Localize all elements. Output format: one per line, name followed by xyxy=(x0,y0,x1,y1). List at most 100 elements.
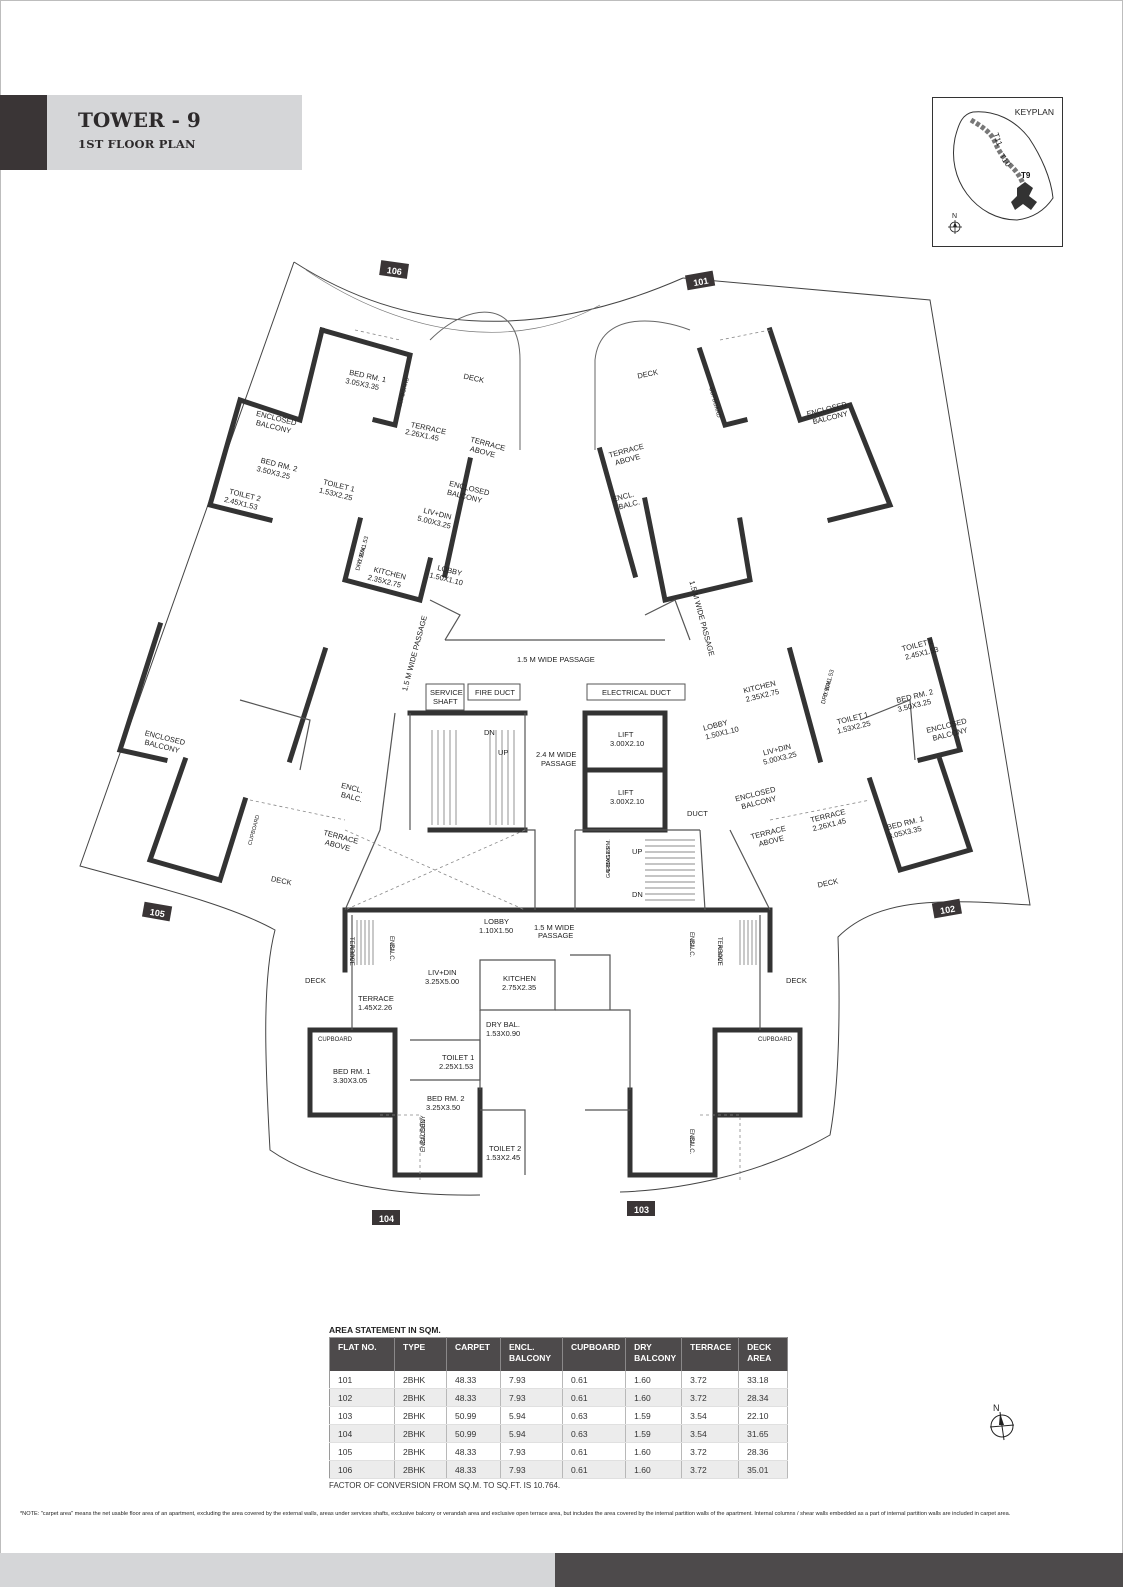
label-encl-balc-103-b: BALC. xyxy=(688,940,694,958)
label-terrace-104-size: 1.45X2.26 xyxy=(358,1003,392,1012)
col-carpet: CARPET xyxy=(446,1337,501,1371)
label-terrace-above-104-b: ABOVE xyxy=(348,945,354,966)
label-dn-left: DN xyxy=(484,728,495,737)
north-label: N xyxy=(993,1403,1000,1413)
label-encl-balcony-104: ENCLOSED xyxy=(421,1118,427,1152)
label-deck-105: DECK xyxy=(270,874,292,887)
label-encl-balc-103b: ENCL. xyxy=(688,1129,694,1147)
north-arrow: N xyxy=(985,1402,1019,1447)
label-encl-balc-103: ENCL. xyxy=(688,932,694,950)
keyplan: T11 T10 T9 N KEYPLAN xyxy=(932,97,1063,247)
flat-tag-101 xyxy=(684,270,716,291)
label-up-right: UP xyxy=(632,847,642,856)
label-terrace-above-104: TERRACE xyxy=(348,937,354,966)
area-statement-table: FLAT NO. TYPE CARPET ENCL.BALCONY CUPBOA… xyxy=(329,1337,789,1479)
flat-tag-104-label: 104 xyxy=(379,1214,394,1224)
label-cupboard-105: CUPBOARD xyxy=(248,814,262,846)
label-cupboard-106: CUPBOARD xyxy=(397,377,411,409)
label-bed2-104: BED RM. 2 xyxy=(427,1094,465,1103)
label-passage-104: 1.5 M WIDE xyxy=(534,923,574,932)
label-passage-center: 1.5 M WIDE PASSAGE xyxy=(517,655,595,664)
label-lift-2-size: 3.00X2.10 xyxy=(610,797,644,806)
label-lobby-104: LOBBY xyxy=(484,917,509,926)
flat-tag-101-label: 101 xyxy=(693,276,710,288)
label-garbage-rm: GARBAGE RM. xyxy=(606,839,612,878)
label-livdin-104-size: 3.25X5.00 xyxy=(425,977,459,986)
keyplan-t9: T9 xyxy=(1021,171,1031,180)
label-drybal-104: DRY BAL. xyxy=(486,1020,520,1029)
label-lift-2: LIFT xyxy=(618,788,634,797)
label-deck-104: DECK xyxy=(305,976,326,985)
page-title: TOWER - 9 xyxy=(78,108,201,132)
col-cupboard: CUPBOARD xyxy=(562,1337,627,1371)
area-table-header-row: FLAT NO. TYPE CARPET ENCL.BALCONY CUPBOA… xyxy=(329,1337,789,1371)
col-type: TYPE xyxy=(394,1337,447,1371)
footer-band-light xyxy=(0,1553,555,1587)
page-subtitle: 1ST FLOOR PLAN xyxy=(78,137,196,151)
conversion-note: FACTOR OF CONVERSION FROM SQ.M. TO SQ.FT… xyxy=(329,1481,561,1490)
col-terrace: TERRACE xyxy=(681,1337,740,1371)
label-encl-balc-104-b: BALC. xyxy=(388,944,394,962)
label-passage-104-b: PASSAGE xyxy=(538,931,573,940)
flat-tag-104 xyxy=(372,1210,400,1225)
label-deck-103: DECK xyxy=(786,976,807,985)
label-electrical-duct: ELECTRICAL DUCT xyxy=(602,688,671,697)
label-cupboard-103: CUPBOARD xyxy=(758,1037,793,1043)
label-service-shaft-b: SHAFT xyxy=(433,697,458,706)
label-toilet1-104-size: 2.25X1.53 xyxy=(439,1062,473,1071)
label-dn-right: DN xyxy=(632,890,643,899)
label-fire-duct: FIRE DUCT xyxy=(475,688,515,697)
label-passage-24-b: PASSAGE xyxy=(541,759,576,768)
compass-icon xyxy=(990,1414,1014,1438)
label-toilet1-104: TOILET 1 xyxy=(442,1053,474,1062)
label-cupboard-104: CUPBOARD xyxy=(318,1037,353,1043)
label-up-left: UP xyxy=(498,748,508,757)
keyplan-t11: T11 xyxy=(991,132,1004,148)
label-lobby-104-size: 1.10X1.50 xyxy=(479,926,513,935)
label-lift-1: LIFT xyxy=(618,730,634,739)
label-terrace-above-103: TERRACE xyxy=(716,937,722,966)
label-duct: DUCT xyxy=(687,809,708,818)
area-statement-title: AREA STATEMENT IN SQM. xyxy=(329,1325,441,1335)
label-bed1-104-size: 3.30X3.05 xyxy=(333,1076,367,1085)
label-toilet2-104: TOILET 2 xyxy=(489,1144,521,1153)
flat-tag-106 xyxy=(379,260,409,279)
label-garbage-rm-size: 1.65X1.65 xyxy=(606,847,612,872)
flat-tag-103 xyxy=(627,1201,655,1216)
label-encl-balcony-104-b: BALCONY xyxy=(421,1115,427,1144)
flat-tag-105-label: 105 xyxy=(149,907,166,919)
floor-plan: 106 101 105 102 104 103 BED RM. 1 3.05X3… xyxy=(79,260,1031,1225)
label-terrace-above-103-b: ABOVE xyxy=(716,945,722,966)
label-service-shaft: SERVICE xyxy=(430,688,463,697)
label-drybal-104-size: 1.53X0.90 xyxy=(486,1029,520,1038)
flat-tag-102 xyxy=(931,898,963,919)
label-passage-24: 2.4 M WIDE xyxy=(536,750,576,759)
label-drybal-102-size: 0.90X1.53 xyxy=(823,668,836,697)
label-kitchen-104: KITCHEN xyxy=(503,974,536,983)
label-toilet2-104-size: 1.53X2.45 xyxy=(486,1153,520,1162)
label-deck-102: DECK xyxy=(817,876,839,889)
keyplan-north-label: N xyxy=(952,213,957,220)
col-encl-balcony: ENCL.BALCONY xyxy=(500,1337,563,1371)
col-flat-no: FLAT NO. xyxy=(329,1337,395,1371)
label-encl-balc-104: ENCL. xyxy=(388,936,394,954)
label-drybal-106-size: 0.90X1.53 xyxy=(357,535,370,564)
keyplan-map: T11 T10 T9 N xyxy=(948,111,1054,234)
footer-band-dark xyxy=(555,1553,1123,1587)
label-kitchen-104-size: 2.75X2.35 xyxy=(502,983,536,992)
flat-tag-106-label: 106 xyxy=(386,265,402,277)
label-encl-balc-103b-b: BALC. xyxy=(688,1137,694,1155)
label-bed1-104: BED RM. 1 xyxy=(333,1067,371,1076)
flat-tag-105 xyxy=(141,901,173,922)
header-band xyxy=(47,95,302,170)
label-lift-1-size: 3.00X2.10 xyxy=(610,739,644,748)
label-deck-106: DECK xyxy=(463,372,485,385)
label-terrace-104: TERRACE xyxy=(358,994,394,1003)
